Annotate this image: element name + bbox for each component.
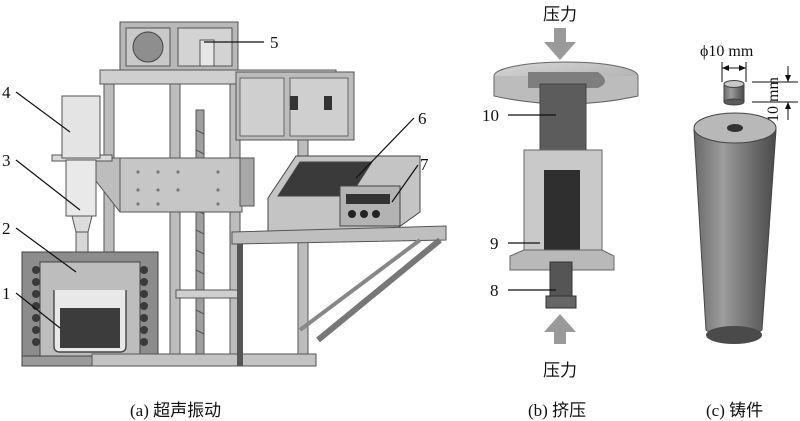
furnace <box>21 251 159 367</box>
leader-2 <box>15 227 77 273</box>
label-5: 5 <box>270 33 279 52</box>
control-box <box>235 71 355 141</box>
leader-7 <box>391 164 419 203</box>
height-dimension <box>752 66 798 120</box>
base-plate <box>91 353 317 367</box>
side-table <box>231 225 447 366</box>
bottom-punch <box>545 261 577 309</box>
diameter-label: ϕ10 mm <box>700 43 754 60</box>
leader-4 <box>15 91 71 133</box>
label-10: 10 <box>482 106 499 125</box>
cross-bar <box>175 289 243 299</box>
label-1: 1 <box>2 284 11 303</box>
label-7: 7 <box>420 155 429 174</box>
leader-3 <box>15 159 81 211</box>
panel-b-squeeze: 压力 压力 10 <box>482 5 639 420</box>
die-sleeve <box>509 149 615 271</box>
pressure-bottom-label: 压力 <box>543 361 577 381</box>
pressure-arrow-top <box>544 28 576 60</box>
label-8: 8 <box>490 281 499 300</box>
panel-a-apparatus: 1 2 3 4 5 6 7 (a) 超声振动 <box>2 21 447 420</box>
label-2: 2 <box>2 219 11 238</box>
diameter-dimension <box>721 62 747 82</box>
label-6: 6 <box>418 109 427 128</box>
slide-plate <box>51 154 255 213</box>
panel-c-casting: ϕ10 mm 10 mm ( <box>693 43 798 420</box>
caption-c: (c) 铸件 <box>706 401 763 420</box>
casting-cylinder <box>693 112 777 344</box>
pressure-arrow-bottom <box>544 314 576 344</box>
small-specimen <box>723 80 745 106</box>
height-label: 10 mm <box>765 77 782 122</box>
leader-1 <box>15 292 61 329</box>
lead-screw <box>195 109 205 361</box>
ultrasonic-horn <box>61 95 101 333</box>
label-9: 9 <box>490 234 499 253</box>
label-3: 3 <box>2 151 11 170</box>
motor-unit <box>119 21 239 73</box>
label-4: 4 <box>2 83 11 102</box>
pressure-top-label: 压力 <box>543 5 577 25</box>
caption-b: (b) 挤压 <box>528 401 586 420</box>
leader-6 <box>355 117 415 179</box>
caption-a: (a) 超声振动 <box>130 401 221 420</box>
top-punch <box>493 61 639 160</box>
